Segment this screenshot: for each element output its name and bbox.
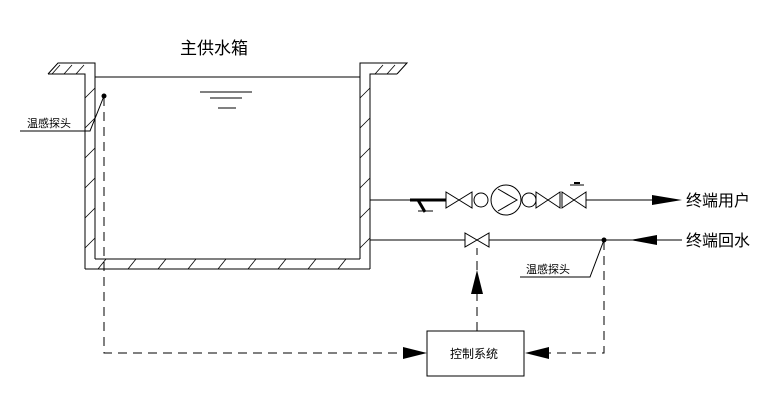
gate-valve-2 bbox=[535, 191, 561, 209]
return-sensor-leader bbox=[520, 239, 605, 278]
check-valve-circle-1 bbox=[473, 192, 489, 208]
tank-sensor-leader bbox=[20, 95, 105, 132]
return-label: 终端回水 bbox=[686, 231, 750, 250]
return-signal-arrow bbox=[525, 347, 549, 359]
supply-arrow bbox=[652, 195, 682, 205]
tank-sensor-signal-line bbox=[103, 97, 405, 354]
supply-pipe bbox=[370, 198, 446, 213]
valve-control-arrow bbox=[471, 270, 483, 294]
tank-sensor-label: 温感探头 bbox=[27, 117, 71, 130]
pump-icon bbox=[490, 184, 522, 216]
supply-label: 终端用户 bbox=[686, 191, 750, 210]
tank-title: 主供水箱 bbox=[180, 39, 248, 59]
tank-walls bbox=[47, 62, 409, 270]
control-system-box bbox=[426, 330, 525, 377]
control-system-label: 控制系统 bbox=[450, 347, 498, 361]
return-sensor-label: 温感探头 bbox=[526, 263, 570, 276]
check-valve-circle-2 bbox=[521, 192, 537, 208]
gate-valve-1 bbox=[445, 191, 473, 209]
tank-hatching bbox=[51, 64, 396, 270]
return-sensor-signal-line bbox=[548, 241, 605, 354]
return-arrow bbox=[630, 235, 657, 245]
check-valve-3 bbox=[561, 182, 587, 209]
return-valve bbox=[464, 232, 490, 248]
water-level-symbol bbox=[200, 91, 252, 109]
tank-signal-arrow bbox=[403, 347, 427, 359]
